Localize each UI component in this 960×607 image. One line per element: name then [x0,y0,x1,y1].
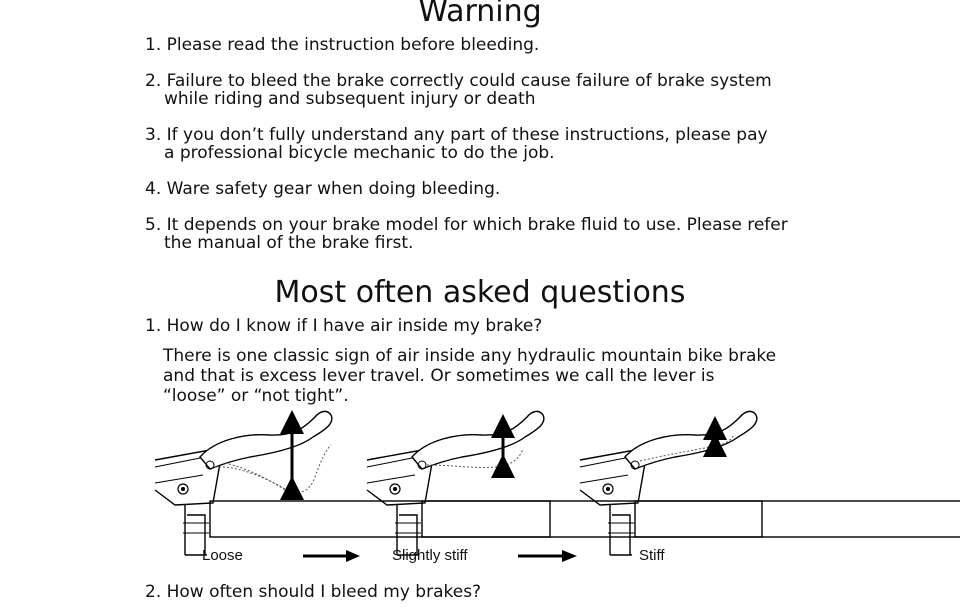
faq-title: Most often asked questions [274,275,686,310]
caption-loose: Loose [202,547,243,564]
faq-question-2: 2. How often should I bleed my brakes? [145,582,482,602]
faq-answer-1: There is one classic sign of air inside … [163,346,776,406]
progression-arrow-1 [303,550,360,562]
warning-item-3-line2: a professional bicycle mechanic to do th… [164,143,555,163]
warning-item-2-line1: 2. Failure to bleed the brake correctly … [145,71,772,91]
warning-item-5-line2: the manual of the brake first. [164,233,414,253]
faq-answer-1-line1: There is one classic sign of air inside … [163,346,777,366]
warning-item-2: 2. Failure to bleed the brake correctly … [145,72,772,108]
lever-slightly-stiff-illustration [366,410,763,556]
warning-item-4: 4. Ware safety gear when doing bleeding. [145,180,500,198]
warning-title: Warning [418,0,542,29]
warning-item-5-line1: 5. It depends on your brake model for wh… [145,215,788,235]
warning-item-2-line2: while riding and subsequent injury or de… [164,89,536,109]
progression-arrow-2 [518,550,577,562]
faq-answer-1-line2: and that is excess lever travel. Or some… [163,366,715,386]
lever-stiff-illustration [579,410,960,556]
warning-item-3-line1: 3. If you don’t fully understand any par… [145,125,768,145]
faq-question-1: 1. How do I know if I have air inside my… [145,316,543,336]
caption-slightly-stiff: Slightly stiff [392,547,468,564]
caption-stiff: Stiff [639,547,665,564]
warning-item-1: 1. Please read the instruction before bl… [145,36,539,54]
warning-item-3: 3. If you don’t fully understand any par… [145,126,768,162]
warning-item-4-text: 4. Ware safety gear when doing bleeding. [145,179,501,199]
faq-answer-1-line3: “loose” or “not tight”. [163,386,349,406]
lever-loose-illustration [154,410,551,556]
warning-item-5: 5. It depends on your brake model for wh… [145,216,788,252]
warning-item-1-text: 1. Please read the instruction before bl… [145,35,540,55]
